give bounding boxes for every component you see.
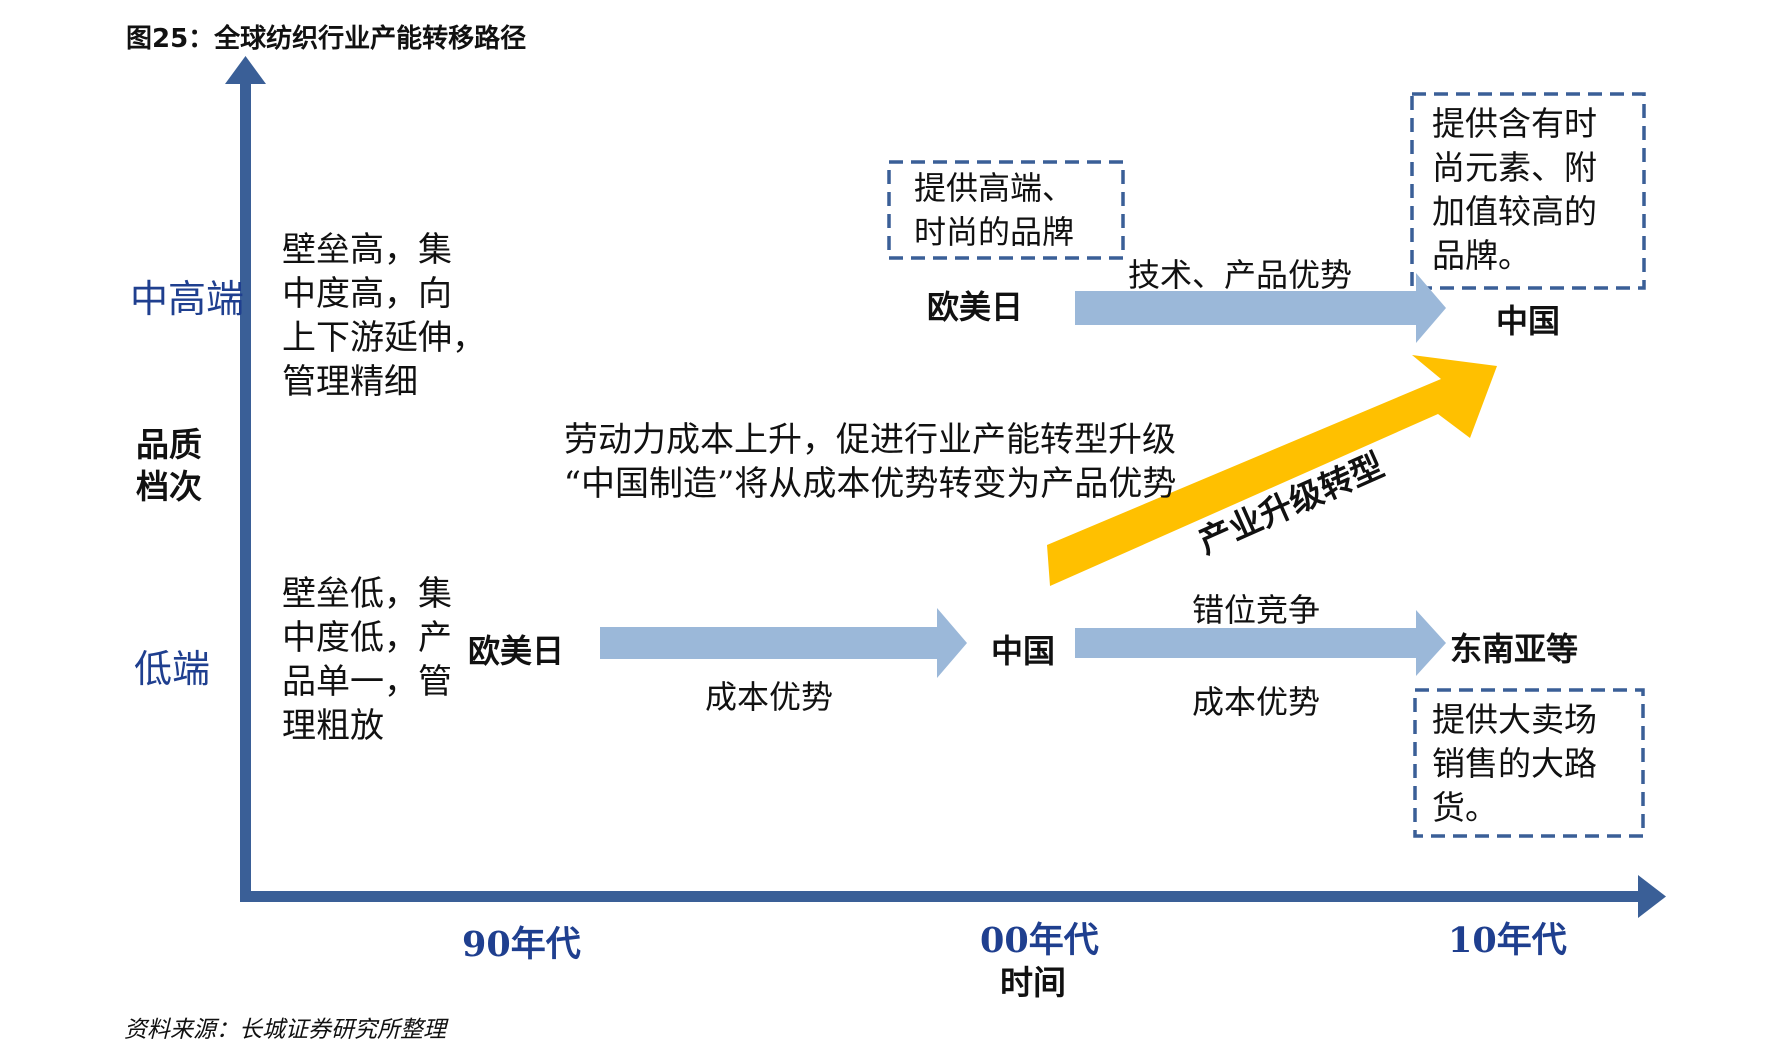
label-tech-product: 技术、产品优势 bbox=[1128, 256, 1353, 294]
low-desc-line: 品单一，管 bbox=[282, 662, 452, 702]
box-line: 加值较高的 bbox=[1432, 192, 1597, 231]
high-desc-line: 壁垒高，集 bbox=[282, 230, 452, 270]
box-west-high bbox=[887, 160, 1125, 260]
low-desc-line: 中度低，产 bbox=[282, 618, 452, 658]
y-level-low: 低端 bbox=[134, 647, 211, 691]
y-axis-arrowhead bbox=[225, 56, 266, 84]
label-cost-2: 成本优势 bbox=[1192, 683, 1321, 721]
label-cost-1: 成本优势 bbox=[705, 678, 834, 716]
box-china-high-text: 提供含有时 尚元素、附 加值较高的 品牌。 bbox=[1432, 102, 1597, 278]
x-axis-title: 时间 bbox=[1000, 963, 1066, 1002]
region-west-low: 欧美日 bbox=[468, 632, 565, 670]
arrow-cost-1 bbox=[600, 608, 967, 678]
source-note: 资料来源：长城证券研究所整理 bbox=[124, 1017, 446, 1043]
arrow-upgrade bbox=[1047, 355, 1497, 586]
box-sea-low bbox=[1413, 688, 1645, 838]
y-axis-title-line1: 品质 bbox=[136, 425, 202, 464]
x-axis-line bbox=[240, 891, 1640, 902]
box-west-high-text: 提供高端、 时尚的品牌 bbox=[914, 166, 1074, 254]
low-desc-line: 壁垒低，集 bbox=[282, 574, 452, 614]
box-line: 尚元素、附 bbox=[1432, 148, 1597, 187]
y-axis-line bbox=[240, 82, 251, 902]
decade-00s: 00年代 bbox=[980, 920, 1099, 961]
center-line: 劳动力成本上升，促进行业产能转型升级 bbox=[564, 420, 1176, 460]
box-line: 提供高端、 bbox=[914, 169, 1075, 207]
high-desc-line: 管理精细 bbox=[282, 362, 418, 402]
low-desc-line: 理粗放 bbox=[282, 706, 384, 746]
box-line: 货。 bbox=[1432, 788, 1498, 827]
high-desc-line: 上下游延伸， bbox=[282, 318, 486, 358]
center-line: “中国制造”将从成本优势转变为产品优势 bbox=[563, 464, 1177, 504]
region-china-low: 中国 bbox=[991, 632, 1056, 670]
box-line: 品牌。 bbox=[1432, 236, 1531, 275]
figure-title: 图25：全球纺织行业产能转移路径 bbox=[126, 24, 527, 54]
low-end-description: 壁垒低，集 中度低，产 品单一，管 理粗放 bbox=[282, 572, 452, 748]
x-axis-arrowhead bbox=[1638, 875, 1666, 918]
arrow-tech-product bbox=[1075, 273, 1446, 343]
box-sea-low-text: 提供大卖场 销售的大路 货。 bbox=[1432, 698, 1597, 830]
box-line: 销售的大路 bbox=[1432, 744, 1597, 783]
box-line: 提供含有时 bbox=[1432, 104, 1597, 143]
label-misplaced-competition: 错位竞争 bbox=[1192, 591, 1321, 629]
high-end-description: 壁垒高，集 中度高，向 上下游延伸， 管理精细 bbox=[282, 228, 486, 404]
center-annotation: 劳动力成本上升，促进行业产能转型升级 “中国制造”将从成本优势转变为产品优势 bbox=[520, 418, 1220, 506]
region-west-high: 欧美日 bbox=[927, 288, 1024, 326]
high-desc-line: 中度高，向 bbox=[282, 274, 452, 314]
decade-10s: 10年代 bbox=[1448, 920, 1567, 961]
box-line: 提供大卖场 bbox=[1432, 700, 1597, 739]
region-sea-low: 东南亚等 bbox=[1450, 630, 1579, 668]
region-china-high: 中国 bbox=[1496, 302, 1561, 340]
y-level-high: 中高端 bbox=[130, 277, 245, 321]
box-line: 时尚的品牌 bbox=[914, 213, 1075, 251]
y-axis-title-line2: 档次 bbox=[136, 467, 202, 506]
y-axis-title: 品质 档次 bbox=[136, 424, 202, 508]
arrow-misplaced-competition bbox=[1075, 610, 1446, 676]
box-china-high bbox=[1410, 92, 1646, 290]
decade-90s: 90年代 bbox=[462, 924, 581, 965]
